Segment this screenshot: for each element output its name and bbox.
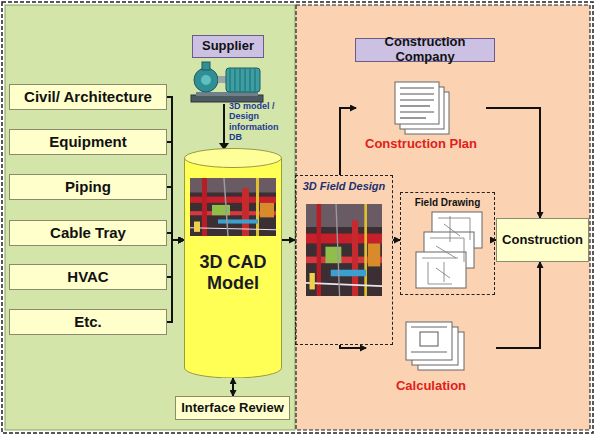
flow-arrow [167,233,184,240]
node-label: Interface Review [181,401,284,416]
flow-arrow [167,97,184,240]
flow-arrow [167,142,184,240]
supplier-arrow [223,104,225,144]
flow-arrow [167,187,184,240]
flow-arrow [282,239,295,241]
contractor-panel [296,5,590,430]
flow-arrow [393,239,400,241]
field-design-render [306,204,382,296]
category-box: Piping [9,174,167,200]
flow-arrow [340,345,366,348]
node-label: Construction [502,233,583,248]
flow-arrow [232,378,234,396]
document-icon [406,322,464,370]
node-label: Civil/ Architecture [24,88,152,105]
category-box: Etc. [9,309,167,335]
node-label: Etc. [74,313,102,330]
flow-label: 3D model / Design information DB [229,101,293,142]
node-label: 3D Field Design [296,180,392,193]
role-box: Supplier [192,35,264,58]
process-box: Construction [496,218,589,262]
node-label: Construction Company [361,35,489,65]
database-cylinder: 3D CAD Model [184,148,282,378]
node-label: Equipment [49,133,127,150]
supplier-panel [5,5,295,430]
review-box: Interface Review [175,396,290,420]
flow-arrow [340,108,356,175]
category-box: Cable Tray [9,220,167,246]
document-icon [395,82,449,134]
document-node: Construction Plan [356,78,486,154]
role-box: Construction Company [355,38,495,62]
drawing-sheets [416,212,482,288]
node-label: Field Drawing [401,197,494,209]
document-node: Calculation [366,318,496,396]
category-box: Civil/ Architecture [9,84,167,110]
pump-illustration [191,62,263,102]
node-label: HVAC [67,268,108,285]
dashed-group: 3D Field Design [295,175,393,345]
flow-arrow [167,240,184,277]
node-label: Supplier [202,39,254,54]
node-label: Cable Tray [50,224,126,241]
category-box: HVAC [9,264,167,290]
node-label: 3D CAD Model [188,252,278,293]
category-box: Equipment [9,129,167,155]
node-label: Construction Plan [356,137,486,152]
node-label: Calculation [366,379,496,394]
node-label: Piping [65,178,111,195]
flow-arrow [167,240,184,322]
flow-arrow [496,262,540,348]
dashed-group: Field Drawing [400,192,495,295]
